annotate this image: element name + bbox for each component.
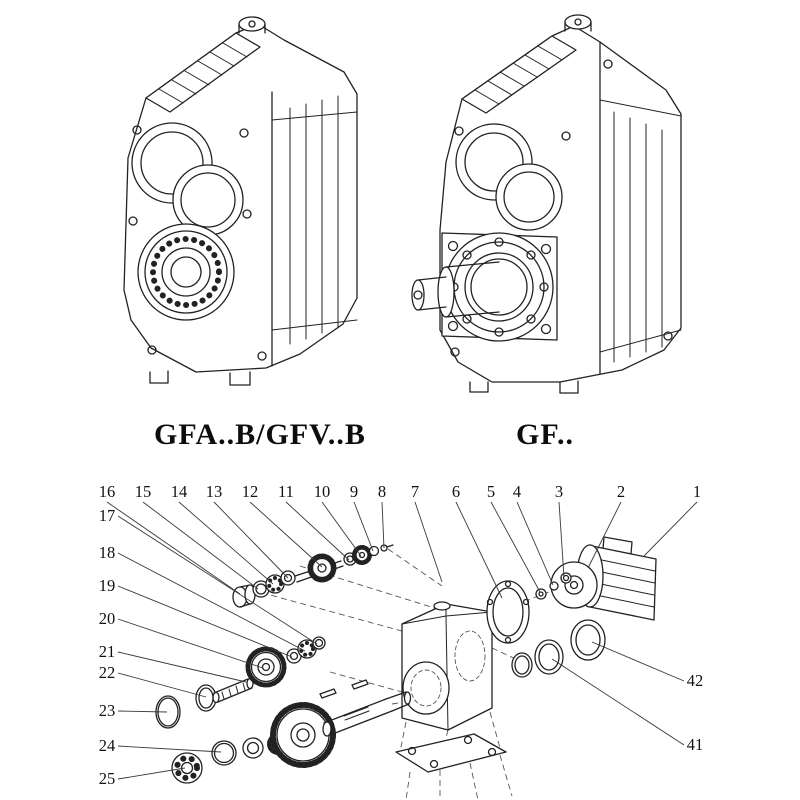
leader-line (643, 501, 698, 557)
leader-line (353, 501, 374, 552)
leader-line (414, 501, 443, 583)
leader-line (249, 501, 323, 568)
fastener-parts (535, 572, 572, 600)
callout-number: 41 (687, 735, 704, 754)
leader-line (213, 501, 289, 579)
gearbox-left-drawing (123, 16, 358, 386)
callout-number: 2 (617, 482, 625, 501)
callout-number: 15 (135, 482, 152, 501)
leader-line (117, 552, 306, 652)
callout-number: 16 (99, 482, 116, 501)
leader-line (178, 501, 274, 585)
output-shaft-assembly (155, 679, 412, 784)
callout-number: 9 (350, 482, 358, 501)
callout-number: 24 (99, 736, 116, 755)
housing-part (401, 601, 493, 731)
leader-line (321, 501, 362, 557)
callout-number: 3 (555, 482, 563, 501)
leader-line (117, 672, 207, 698)
model-label-right: GF.. (516, 418, 574, 451)
callout-number: 13 (206, 482, 223, 501)
callout-number: 14 (171, 482, 188, 501)
leader-line (558, 501, 565, 578)
motor-part (550, 536, 657, 621)
callout-number: 25 (99, 769, 116, 788)
leader-line (117, 710, 168, 713)
callout-number: 21 (99, 642, 116, 661)
gasket-part (486, 580, 530, 644)
leader-line (587, 501, 622, 569)
leader-line (117, 651, 247, 683)
leader-line (117, 515, 318, 645)
leader-line (117, 745, 222, 753)
callout-number: 4 (513, 482, 521, 501)
model-label-left: GFA..B/GFV..B (154, 418, 366, 451)
input-shaft-assembly (232, 544, 394, 608)
leader-line (106, 501, 241, 595)
exploded-diagram: 1615141312111098765432117181920212223242… (99, 482, 704, 800)
leader-line (285, 501, 350, 561)
callout-number: 8 (378, 482, 386, 501)
ring-parts-right (511, 619, 606, 678)
callout-number: 17 (99, 506, 116, 525)
leader-line (591, 641, 685, 682)
callout-number: 1 (693, 482, 701, 501)
callout-number: 22 (99, 663, 116, 682)
leader-lines (106, 501, 698, 780)
technical-drawings (123, 14, 682, 394)
callout-number: 20 (99, 609, 116, 628)
leader-line (455, 501, 503, 599)
leader-line (117, 767, 186, 780)
callout-number: 7 (411, 482, 419, 501)
callout-number: 5 (487, 482, 495, 501)
leader-line (551, 658, 685, 746)
base-plate-part (395, 733, 507, 773)
callout-number: 11 (278, 482, 294, 501)
intermediate-shaft-assembly (195, 636, 326, 712)
callout-number: 6 (452, 482, 460, 501)
leader-line (516, 501, 554, 586)
callout-number: 10 (314, 482, 331, 501)
leader-line (381, 501, 385, 549)
gearbox-right-drawing (411, 14, 682, 394)
callout-number: 12 (242, 482, 259, 501)
leader-line (117, 585, 293, 658)
callout-number: 18 (99, 543, 116, 562)
leader-line (117, 618, 264, 669)
leader-line (490, 501, 541, 593)
callout-number: 23 (99, 701, 116, 720)
callout-number: 19 (99, 576, 116, 595)
leader-line (142, 501, 259, 590)
callout-number: 42 (687, 671, 704, 690)
